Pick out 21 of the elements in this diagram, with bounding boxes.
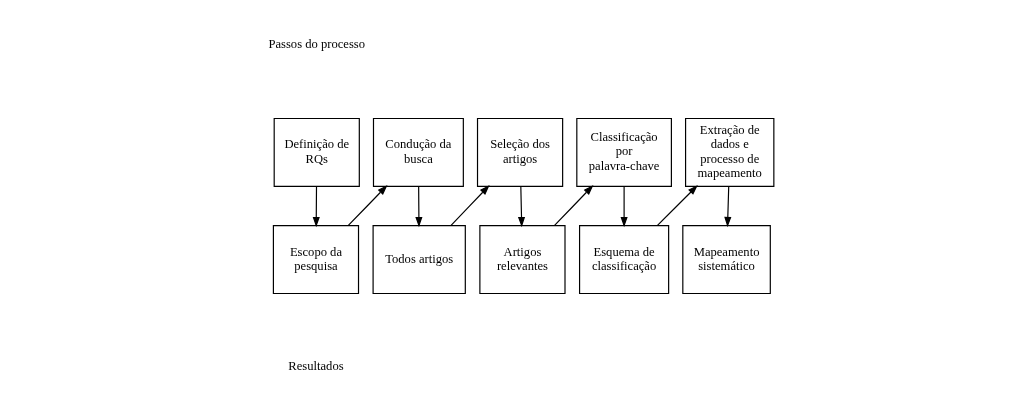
arrow <box>656 185 698 226</box>
node-box: Mapeamento sistemático <box>682 225 771 295</box>
arrow <box>450 185 490 226</box>
node-box: Artigos relevantes <box>479 225 566 295</box>
node-box: Classificação por palavra-chave <box>576 117 672 187</box>
node-box: Esquema de classificação <box>579 225 670 295</box>
node-box: Condução da busca <box>372 117 464 187</box>
label: Resultados <box>288 358 344 373</box>
arrow <box>415 185 423 228</box>
node-box: Todos artigos <box>372 225 466 295</box>
arrow <box>724 185 732 228</box>
node-box: Extração de dados e processo de mapeamento <box>685 117 775 187</box>
arrow <box>312 185 320 228</box>
label: Passos do processo <box>268 37 366 52</box>
arrow <box>517 185 526 228</box>
arrow <box>620 185 628 228</box>
arrow <box>347 185 388 226</box>
node-box: Seleção dos artigos <box>476 117 564 187</box>
node-box: Definição de RQs <box>273 117 360 187</box>
arrow <box>554 185 594 226</box>
node-box: Escopo da pesquisa <box>272 225 360 295</box>
